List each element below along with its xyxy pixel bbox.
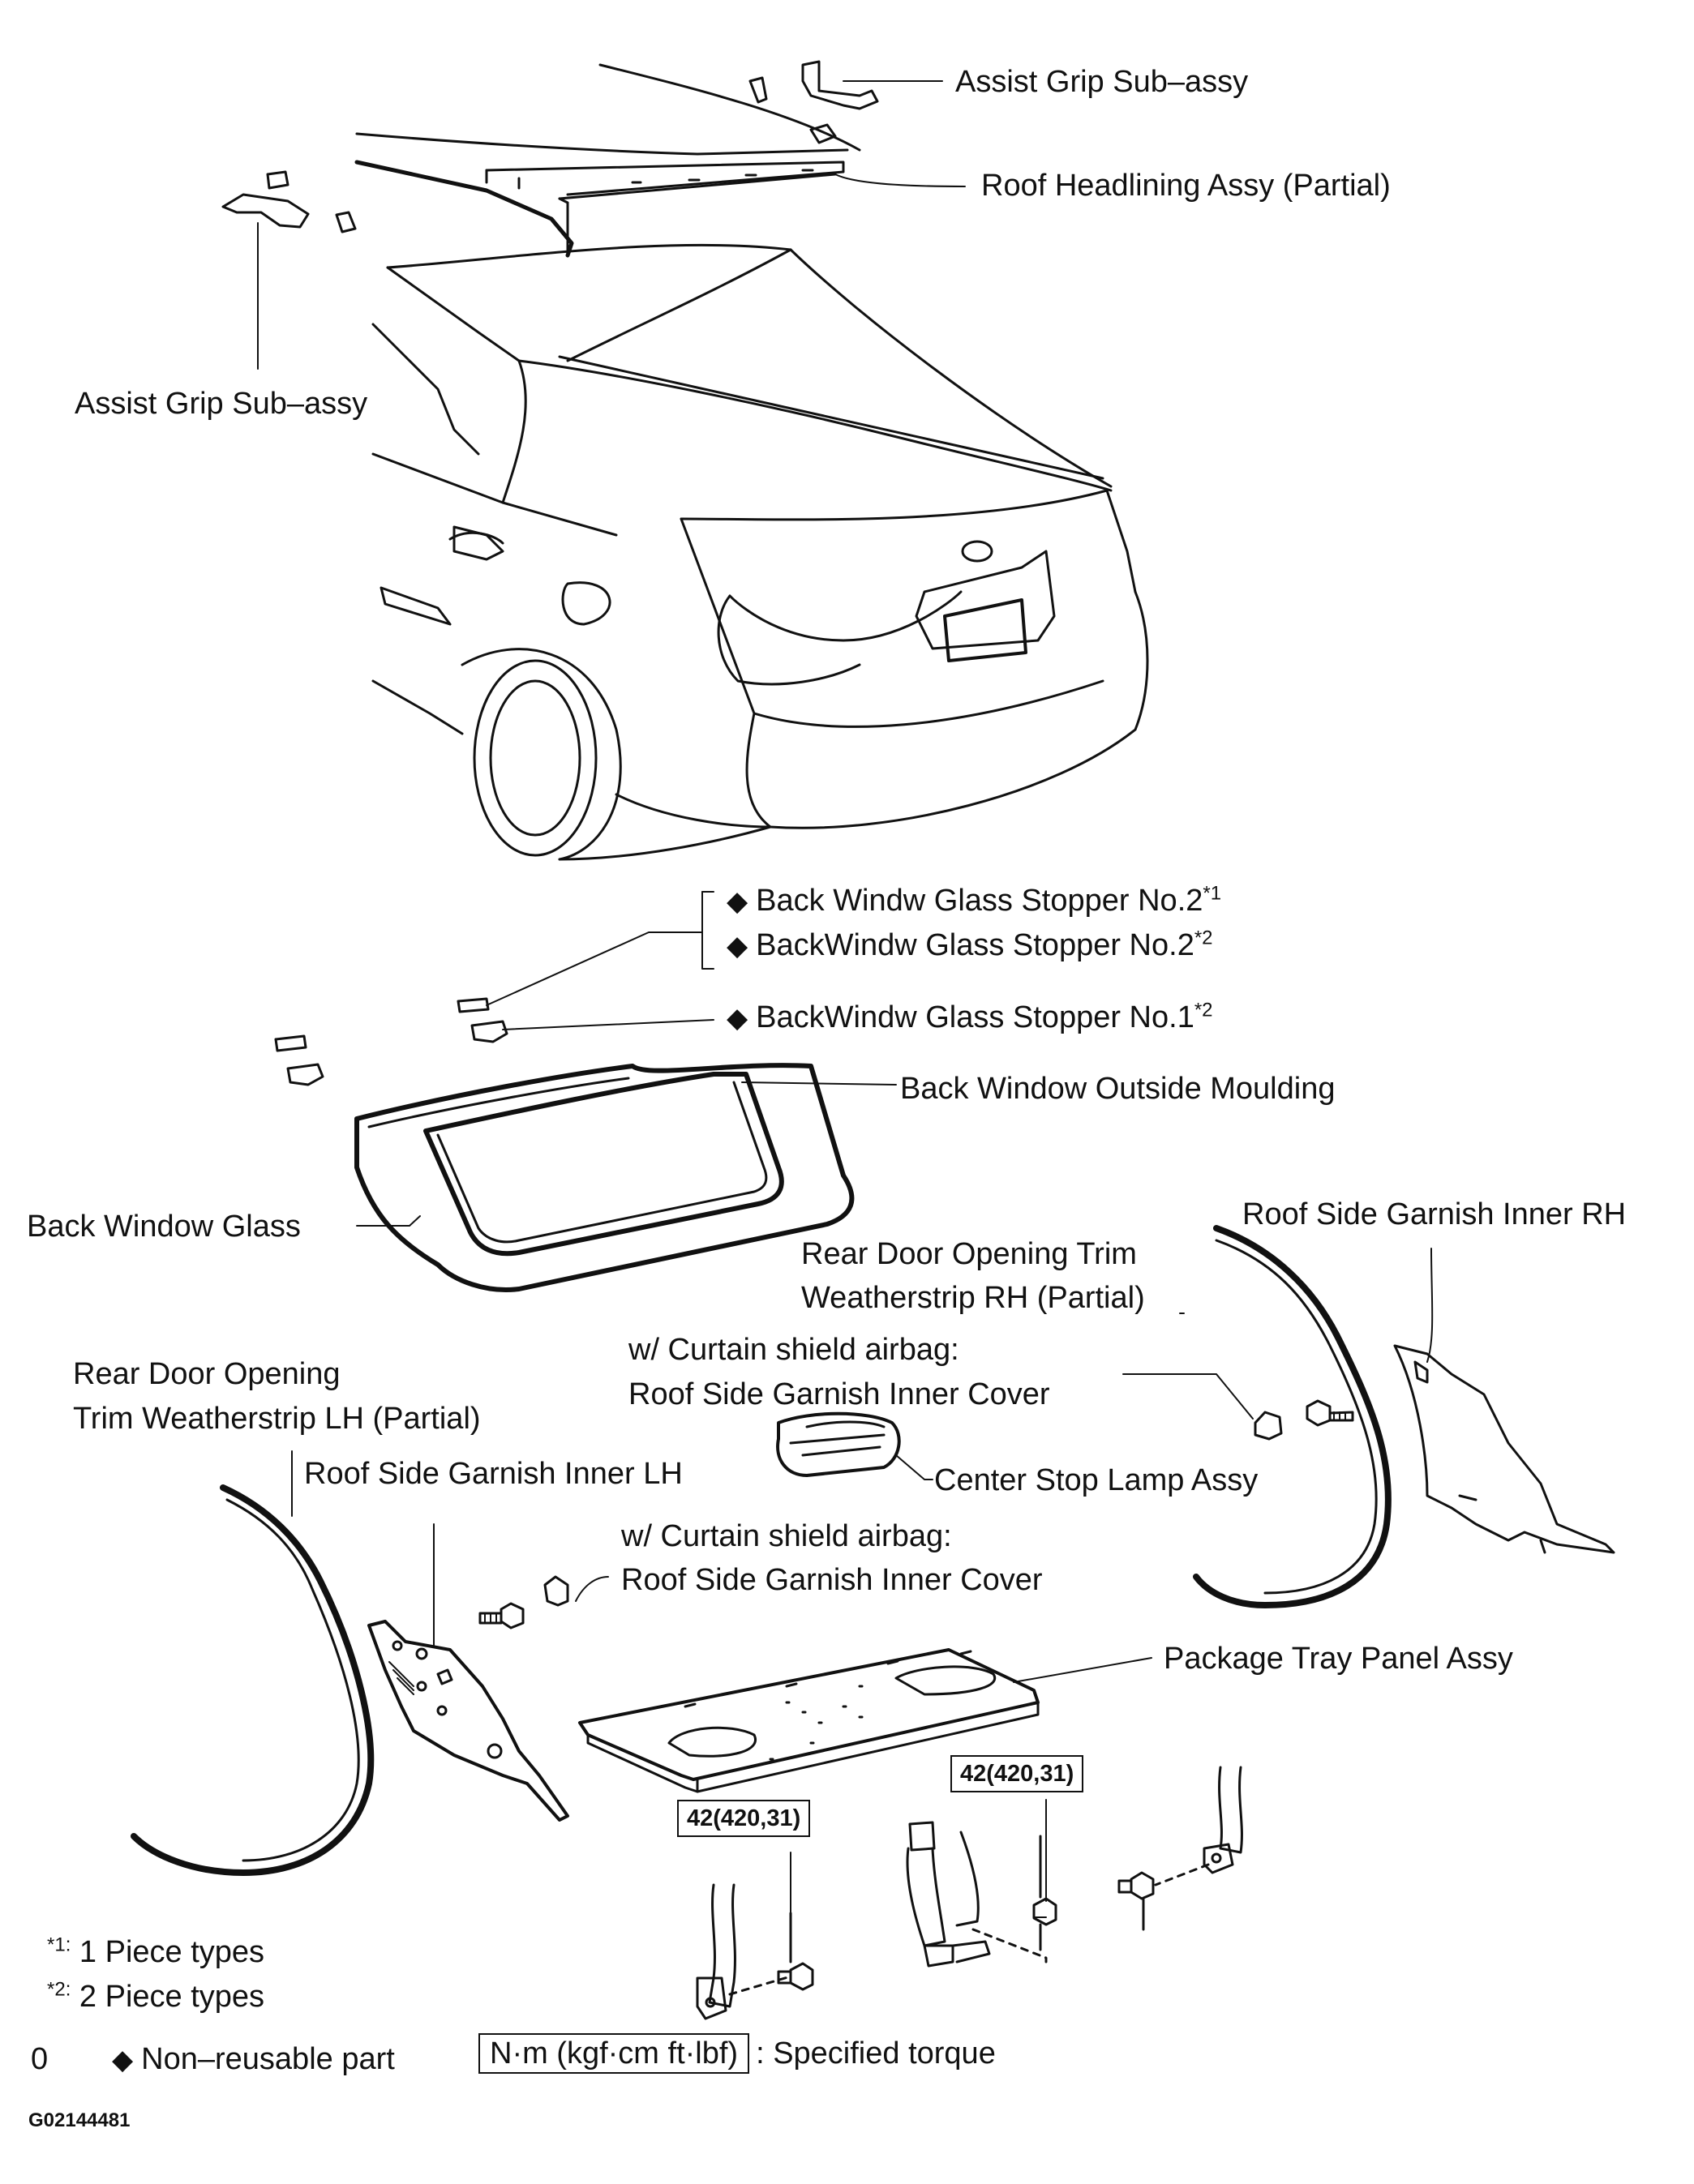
non-reusable-diamond-icon: ◆ (112, 2045, 134, 2075)
legend-torque: N·m (kgf·cm ft·lbf): Specified torque (478, 2033, 996, 2074)
label-curtain-airbag-rh-line2: Roof Side Garnish Inner Cover (628, 1377, 1050, 1411)
label-garnish-inner-lh: Roof Side Garnish Inner LH (304, 1457, 683, 1491)
label-garnish-inner-rh: Roof Side Garnish Inner RH (1242, 1197, 1627, 1231)
label-center-stop-lamp: Center Stop Lamp Assy (934, 1463, 1259, 1497)
non-reusable-diamond-icon: ◆ (727, 1003, 748, 1034)
footnote-1: *1: 1 Piece types (47, 1933, 265, 1969)
label-trim-rh-line1: Rear Door Opening Trim (801, 1237, 1137, 1271)
label-assist-grip-upper: Assist Grip Sub–assy (955, 65, 1249, 99)
car-body-drawing (371, 243, 1149, 861)
torque-spec-left: 42(420,31) (677, 1800, 811, 1837)
leader-lines (257, 80, 1434, 1918)
legend-non-reusable: ◆Non–reusable part (112, 2042, 395, 2076)
label-trim-rh-line2: Weatherstrip RH (Partial) (801, 1281, 1145, 1315)
label-curtain-airbag-rh-line1: w/ Curtain shield airbag: (628, 1333, 959, 1367)
label-package-tray: Package Tray Panel Assy (1164, 1642, 1513, 1676)
label-trim-lh-line2: Trim Weatherstrip LH (Partial) (73, 1402, 481, 1436)
label-curtain-airbag-lh-line1: w/ Curtain shield airbag: (621, 1519, 952, 1553)
center-stop-lamp-drawing (776, 1411, 901, 1477)
garnish-rh-drawing (1393, 1344, 1615, 1554)
trim-lh-drawing (131, 1484, 375, 1876)
roof-headlining-drawing (221, 60, 879, 258)
lh-cover-bolt-drawing (478, 1575, 569, 1629)
label-roof-headlining: Roof Headlining Assy (Partial) (981, 169, 1391, 203)
label-back-window-moulding: Back Window Outside Moulding (900, 1072, 1336, 1106)
label-stopper-no2-2piece: ◆BackWindw Glass Stopper No.2*2 (727, 927, 1213, 962)
back-window-drawing (354, 1063, 855, 1292)
trim-rh-drawing (1193, 1225, 1392, 1608)
footnote-2: *2: 2 Piece types (47, 1978, 265, 2014)
non-reusable-diamond-icon: ◆ (727, 886, 748, 917)
legend-zero: 0 (31, 2042, 49, 2076)
rh-cover-bolt-drawing (1254, 1399, 1354, 1441)
torque-unit-box: N·m (kgf·cm ft·lbf) (478, 2033, 750, 2074)
label-curtain-airbag-lh-line2: Roof Side Garnish Inner Cover (621, 1563, 1043, 1597)
garnish-lh-drawing (367, 1620, 569, 1822)
label-stopper-no2-1piece: ◆Back Windw Glass Stopper No.2*1 (727, 882, 1222, 918)
torque-spec-right: 42(420,31) (950, 1755, 1084, 1792)
non-reusable-diamond-icon: ◆ (727, 931, 748, 961)
label-trim-lh-line1: Rear Door Opening (73, 1357, 341, 1391)
figure-id: G02144481 (28, 2109, 131, 2131)
stoppers-drawing (274, 997, 508, 1086)
label-back-window-glass: Back Window Glass (27, 1210, 301, 1244)
label-stopper-no1-2piece: ◆BackWindw Glass Stopper No.1*2 (727, 999, 1213, 1034)
package-tray-drawing (578, 1648, 1040, 1793)
label-assist-grip-left: Assist Grip Sub–assy (75, 387, 368, 421)
